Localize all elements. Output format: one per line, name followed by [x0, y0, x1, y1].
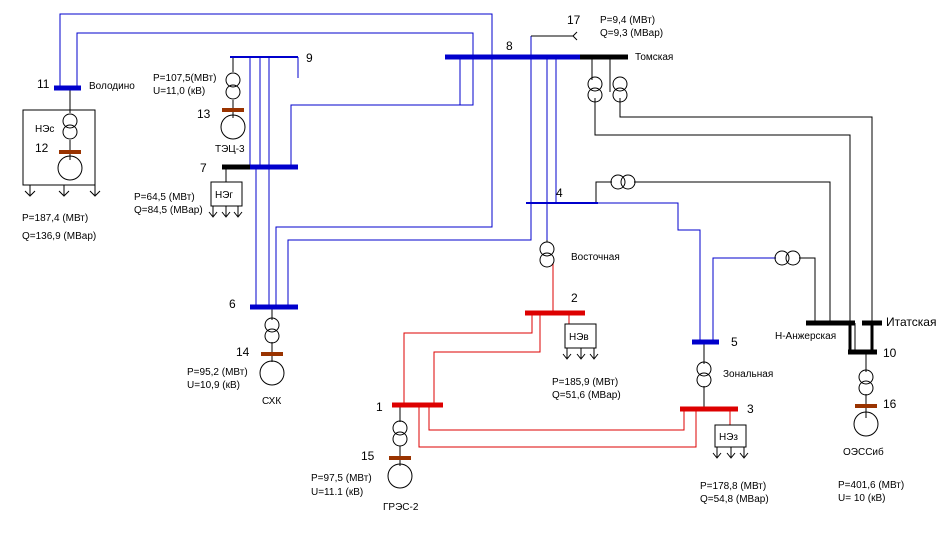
lines-500 — [69, 31, 873, 466]
node-1-label: 1 — [376, 400, 383, 414]
node-7-label: 7 — [200, 161, 207, 175]
value-n3-p: P=178,8 (МВт) — [700, 481, 766, 492]
station-volodino: Володино — [89, 81, 135, 92]
node-2-label: 2 — [571, 291, 578, 305]
value-n14-u: U=10,9 (кВ) — [187, 380, 240, 391]
value-n16-u: U= 10 (кВ) — [838, 493, 885, 504]
transformer-8b-icon — [612, 76, 628, 103]
node-8-label: 8 — [506, 39, 513, 53]
transformer-5-icon — [774, 250, 801, 266]
values: P=9,4 (МВт) Q=9,3 (МВар) P=107,5(МВт) U=… — [22, 15, 904, 505]
transformer-8a-icon — [587, 76, 603, 103]
node-numbers: 11 12 13 9 7 8 17 4 6 2 5 14 1 3 15 10 1… — [35, 13, 897, 463]
load-names: НЭс НЭг НЭв НЭз — [35, 124, 738, 443]
transformer-4-icon — [610, 174, 636, 190]
node-4-label: 4 — [556, 186, 563, 200]
value-n13-u: U=11,0 (кВ) — [153, 86, 205, 97]
transformer-16-icon — [858, 369, 874, 396]
load-box-ns — [22, 109, 96, 186]
transformers — [62, 72, 874, 447]
station-itatskaya: Итатская — [886, 315, 936, 329]
transformer-zonalnaya-icon — [696, 361, 712, 388]
generator-16-icon — [853, 411, 879, 437]
node-13-label: 13 — [197, 107, 211, 121]
station-names: Володино Томская ТЭЦ-3 Восточная Зональн… — [89, 52, 936, 513]
transformer-14-icon — [264, 317, 280, 344]
load-nv-label: НЭв — [569, 332, 589, 343]
station-tets3: ТЭЦ-3 — [215, 144, 245, 155]
node-17-label: 17 — [567, 13, 581, 27]
value-n14-p: P=95,2 (МВт) — [187, 367, 248, 378]
buses — [54, 54, 882, 412]
value-n15-u: U=11.1 (кВ) — [311, 487, 363, 498]
value-n3-q: Q=54,8 (МВар) — [700, 494, 769, 505]
node-3-label: 3 — [747, 402, 754, 416]
value-n15-p: P=97,5 (МВт) — [311, 473, 372, 484]
value-n11-q: Q=136,9 (МВар) — [22, 231, 96, 242]
load-ng-label: НЭг — [215, 190, 233, 201]
node-14-label: 14 — [236, 345, 250, 359]
value-n11-p: P=187,4 (МВт) — [22, 213, 88, 224]
station-oessib: ОЭССиб — [843, 446, 884, 458]
value-n16-p: P=401,6 (МВт) — [838, 480, 904, 491]
generator-13-icon — [220, 114, 246, 140]
load-ns-label: НЭс — [35, 124, 54, 135]
node-15-label: 15 — [361, 449, 375, 463]
station-gres2: ГРЭС-2 — [383, 502, 419, 513]
station-zonalnaya: Зональная — [723, 369, 773, 380]
transformer-13-icon — [225, 72, 241, 100]
node-9-label: 9 — [306, 51, 313, 65]
station-tomskaya: Томская — [635, 52, 673, 63]
value-n7-p: P=64,5 (МВт) — [134, 192, 195, 203]
generator-14-icon — [259, 360, 285, 386]
generators — [57, 108, 879, 489]
station-vostochnaya: Восточная — [571, 252, 620, 263]
transformer-15-icon — [392, 420, 408, 447]
value-n2-p: P=185,9 (МВт) — [552, 377, 618, 388]
value-n2-q: Q=51,6 (МВар) — [552, 390, 621, 401]
generator-12-icon — [57, 155, 83, 181]
node-10-label: 10 — [883, 346, 897, 360]
transformer-vostochnaya-icon — [539, 241, 555, 268]
node-5-label: 5 — [731, 335, 738, 349]
transformer-12-icon — [62, 113, 78, 140]
generator-15-icon — [387, 463, 413, 489]
value-n13-p: P=107,5(МВт) — [153, 73, 216, 84]
loads — [22, 109, 749, 459]
value-n17-p: P=9,4 (МВт) — [600, 15, 655, 26]
node-11-label: 11 — [37, 77, 50, 91]
value-n17-q: Q=9,3 (МВар) — [600, 28, 663, 39]
load-nz-label: НЭз — [719, 432, 738, 443]
node-6-label: 6 — [229, 297, 236, 311]
station-n-anzherskaya: Н-Анжерская — [775, 331, 836, 342]
node-16-label: 16 — [883, 397, 897, 411]
lines-220 — [59, 13, 776, 342]
node-12-label: 12 — [35, 141, 49, 155]
station-skh: СХК — [262, 396, 281, 407]
value-n7-q: Q=84,5 (МВар) — [134, 205, 203, 216]
